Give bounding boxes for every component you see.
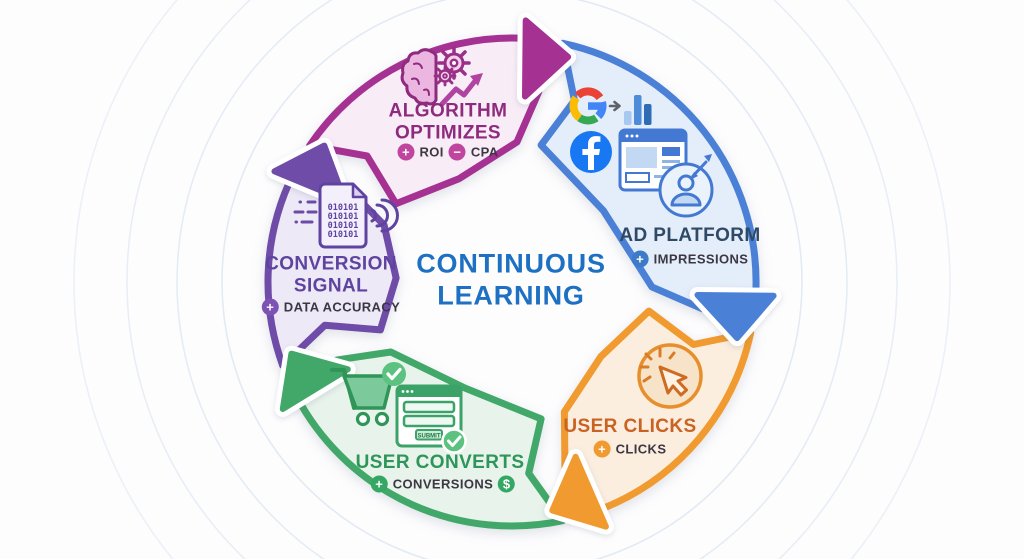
badge-label: CLICKS [615, 441, 667, 457]
user-clicks-heading: USER CLICKS [563, 416, 696, 438]
user-converts-icons: SUBMIT [330, 362, 467, 454]
plus-badge-icon: + [631, 250, 649, 268]
background-ring [221, 0, 803, 559]
shopping-cart-icon [330, 362, 406, 427]
background-ring [126, 0, 898, 559]
facebook-logo [570, 131, 612, 173]
algorithm-optimizes-badges: + ROI − CPA [397, 143, 499, 161]
google-logo [569, 87, 607, 125]
heading-line: USER CLICKS [563, 415, 697, 437]
plus-badge-icon: + [397, 143, 415, 161]
plus-badge-icon: + [593, 440, 611, 458]
dollar-badge-icon: $ [498, 475, 516, 493]
speed-lines-icon [293, 200, 318, 224]
ad-platform-heading: AD PLATFORM [619, 225, 760, 247]
bar-chart-icon [624, 95, 652, 125]
segment-arrow-algorithm-optimizes [522, 17, 572, 100]
user-clicks-badges: + CLICKS [593, 440, 667, 458]
center-title: CONTINUOUS LEARNING [416, 248, 606, 313]
conversion-signal-icon: 010101 010101 010101 010101 [293, 182, 399, 249]
signal-waves-icon [370, 198, 399, 233]
binary-row: 010101 [328, 212, 359, 222]
background-rings [73, 0, 951, 559]
submit-button-label: SUBMIT [418, 433, 441, 439]
plus-badge-icon: + [370, 475, 388, 493]
audience-target-icon [658, 154, 714, 218]
ad-platform-badges: + IMPRESSIONS [631, 250, 749, 268]
ad-platform-icons [569, 87, 714, 218]
trend-up-arrow-icon [439, 73, 483, 107]
checkmark-icon [441, 428, 467, 454]
segment-arrow-user-clicks [549, 453, 609, 530]
conversion-signal-heading: CONVERSION SIGNAL [265, 254, 397, 299]
click-cursor-icon [637, 343, 703, 409]
plus-badge-icon: + [261, 298, 279, 316]
heading-line: USER CONVERTS [355, 451, 525, 473]
minus-badge-icon: − [448, 143, 466, 161]
badge-label: CPA [470, 144, 499, 160]
checkmark-icon [382, 362, 406, 386]
conversion-signal-badges: + DATA ACCURACY [261, 298, 401, 316]
binary-document-icon: 010101 010101 010101 010101 [318, 182, 368, 249]
user-converts-badges: + CONVERSIONS $ [370, 475, 516, 493]
binary-row: 010101 [328, 221, 359, 231]
cursor-pointer-icon [658, 365, 688, 397]
binary-row: 010101 [328, 230, 359, 240]
badge-label: DATA ACCURACY [283, 299, 401, 315]
heading-line: OPTIMIZES [394, 123, 501, 144]
user-converts-heading: USER CONVERTS [356, 452, 525, 474]
brain-gears-trend-icon [400, 46, 483, 107]
badge-label: ROI [419, 144, 444, 160]
segment-arrow-user-converts [279, 350, 351, 412]
background-ring [73, 0, 951, 559]
heading-line: ALGORITHM [388, 100, 508, 122]
center-title-line: CONTINUOUS [416, 248, 606, 279]
segment-arrow-ad-platform [694, 292, 777, 342]
heading-line: SIGNAL [293, 276, 369, 297]
center-title-line: LEARNING [437, 281, 585, 311]
badge-label: CONVERSIONS [392, 476, 494, 492]
heading-line: AD PLATFORM [619, 224, 761, 246]
brain-detail-lines [411, 62, 430, 96]
algorithm-optimizes-heading: ALGORITHM OPTIMIZES [389, 101, 508, 146]
segment-user-clicks [560, 307, 755, 512]
cycle-arrowheads [266, 12, 782, 535]
signup-form-icon: SUBMIT [395, 384, 467, 454]
gear-small-icon [433, 65, 457, 87]
segment-algorithm-optimizes [306, 34, 543, 208]
click-burst-icon [639, 347, 676, 383]
heading-line: CONVERSION [265, 253, 397, 275]
background-ring [176, 0, 848, 559]
arrow-right-icon [608, 100, 621, 112]
binary-row: 010101 [328, 203, 359, 213]
gear-icon [437, 46, 471, 80]
badge-label: IMPRESSIONS [653, 251, 749, 267]
